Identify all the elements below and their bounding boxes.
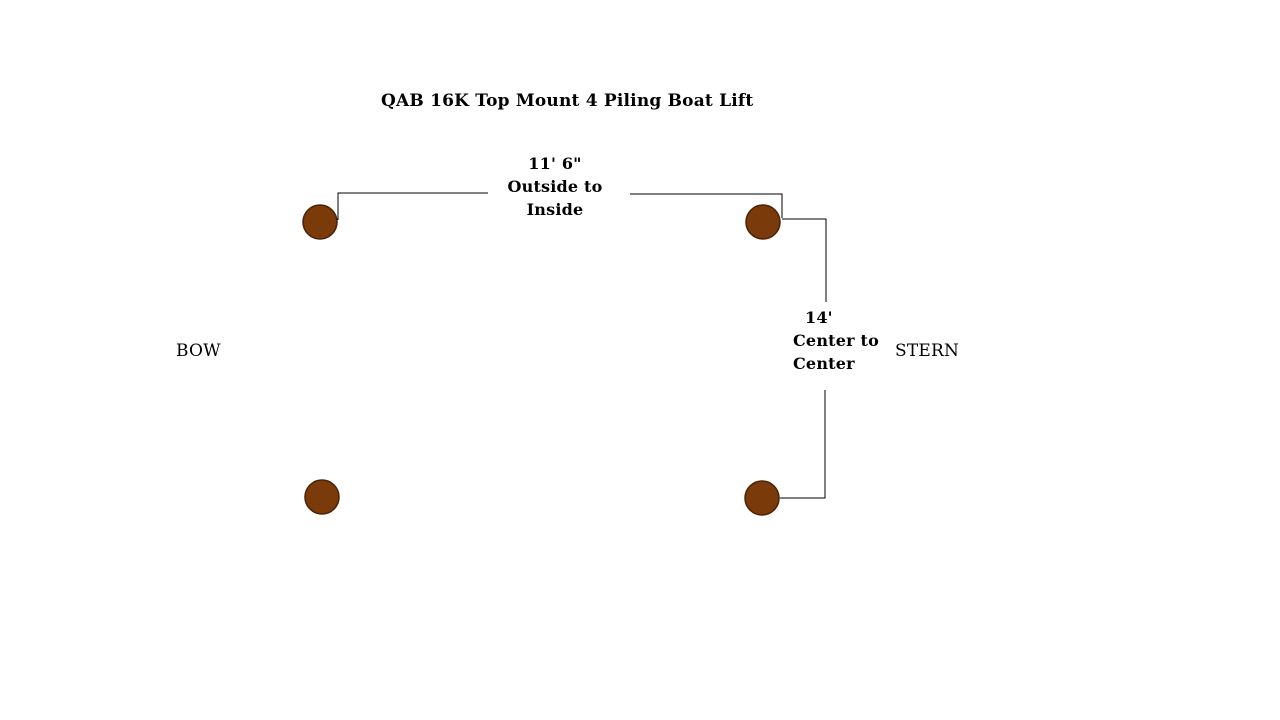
length-dimension-line1: Center to [793,331,879,350]
stern-label: STERN [895,341,960,361]
width-dimension-line [337,192,783,220]
width-dimension-right-segment [630,193,783,218]
pilings [302,204,781,516]
length-dimension-label: 14' Center to Center [793,306,879,375]
width-dimension-line1: Outside to [507,177,603,196]
piling-stern-top [745,204,781,240]
length-dimension-bottom-segment [780,390,826,499]
width-dimension-value: 11' 6" [528,154,582,173]
width-dimension-left-segment [337,192,488,220]
piling-bow-bottom [304,479,340,515]
length-dimension-value: 14' [805,308,833,327]
length-dimension-line2: Center [793,354,855,373]
piling-bow-top [302,204,338,240]
width-dimension-label: 11' 6" Outside to Inside [500,152,610,221]
piling-stern-bottom [744,480,780,516]
diagram-title: QAB 16K Top Mount 4 Piling Boat Lift [381,91,754,111]
bow-label: BOW [176,341,221,361]
width-dimension-line2: Inside [526,200,584,219]
length-dimension-line [780,218,827,499]
length-dimension-top-segment [782,218,827,302]
